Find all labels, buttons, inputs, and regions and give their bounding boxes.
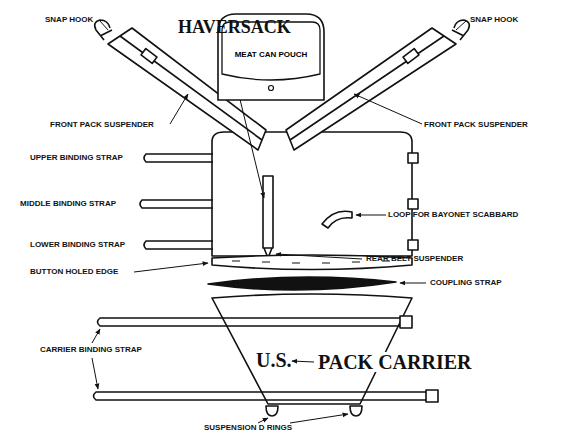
bayonet-loop <box>322 211 352 228</box>
strap-buckle <box>408 240 418 250</box>
part-label: SNAP HOOK <box>470 16 518 24</box>
strap-buckle <box>141 49 157 64</box>
binding-strap <box>144 154 213 162</box>
title-label: U.S. <box>256 350 292 370</box>
binding-strap <box>140 200 213 208</box>
strap-buckle <box>400 316 412 328</box>
binding-strap <box>144 241 213 249</box>
d-ring <box>266 406 278 416</box>
part-label: MEAT CAN POUCH <box>216 50 326 59</box>
carrier-binding-strap <box>98 318 401 326</box>
haversack-body <box>212 132 412 256</box>
strap-buckle <box>408 153 418 163</box>
part-label: SUSPENSION D RINGS <box>204 424 292 432</box>
strap-buckle <box>403 49 419 64</box>
part-label: MIDDLE BINDING STRAP <box>20 200 116 208</box>
part-label: SNAP HOOK <box>45 16 93 24</box>
snap-hook <box>95 20 112 40</box>
rear-belt-suspender <box>263 176 273 248</box>
part-label: FRONT PACK SUSPENDER <box>50 121 154 129</box>
strap-buckle <box>426 390 438 402</box>
part-label: COUPLING STRAP <box>430 279 502 287</box>
part-label: CARRIER BINDING STRAP <box>40 346 142 354</box>
part-label: FRONT PACK SUSPENDER <box>424 121 528 129</box>
part-label: BUTTON HOLED EDGE <box>30 268 118 276</box>
pack-carrier <box>212 294 412 404</box>
title-label: HAVERSACK <box>178 18 291 36</box>
snap-hook <box>452 20 469 40</box>
title-label: PACK CARRIER <box>316 352 474 372</box>
coupling-strap <box>208 277 396 290</box>
d-ring <box>350 406 362 416</box>
part-label: REAR BELT SUSPENDER <box>366 255 463 263</box>
part-label: LOOP FOR BAYONET SCABBARD <box>388 211 518 219</box>
strap-buckle <box>408 199 418 209</box>
carrier-binding-strap <box>94 392 427 400</box>
part-label: UPPER BINDING STRAP <box>30 154 123 162</box>
part-label: LOWER BINDING STRAP <box>30 241 125 249</box>
